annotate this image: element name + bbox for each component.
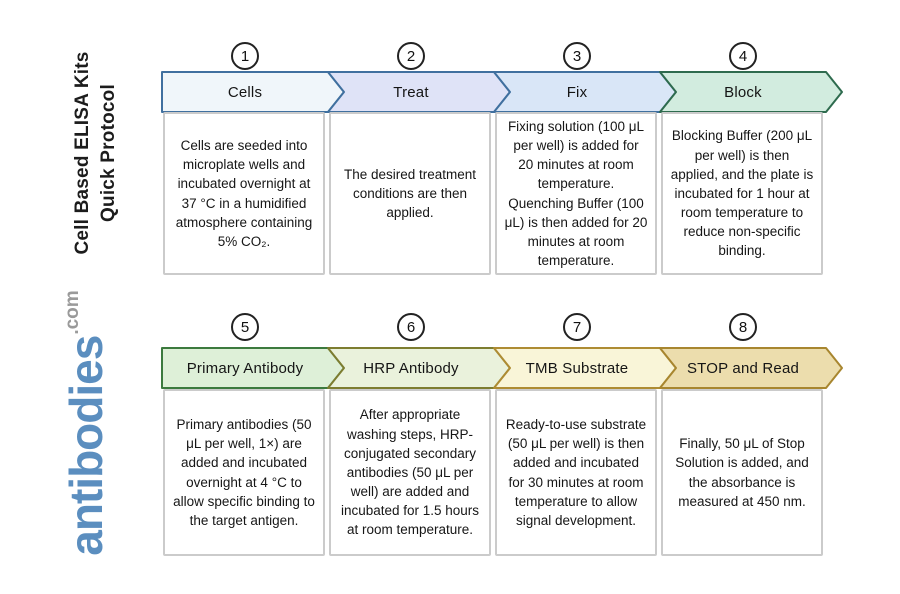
- brand-logo: antibodies .com: [56, 243, 116, 594]
- step-number: 1: [240, 47, 250, 65]
- page-title: Cell Based ELISA Kits Quick Protocol: [69, 33, 123, 273]
- step-number: 4: [738, 47, 748, 65]
- step-description-box: Finally, 50 μL of Stop Solution is added…: [661, 389, 823, 556]
- step-arrow: [659, 347, 843, 389]
- step-description-box: Primary antibodies (50 μL per well, 1×) …: [163, 389, 325, 556]
- step-arrow-label: HRP Antibody: [363, 359, 459, 377]
- step-arrow-label: Fix: [566, 83, 588, 101]
- step-number-circle: 5: [231, 313, 259, 341]
- brand-logo-suffix: .com: [62, 290, 83, 335]
- step-arrow-label: Treat: [393, 83, 429, 101]
- step-description: After appropriate washing steps, HRP-con…: [340, 407, 480, 538]
- step-number: 6: [406, 318, 416, 336]
- step-number: 3: [572, 47, 582, 65]
- step-number-circle: 6: [397, 313, 425, 341]
- step-number: 7: [572, 318, 582, 336]
- step-arrow-label: Primary Antibody: [186, 359, 304, 377]
- step-description: Finally, 50 μL of Stop Solution is added…: [675, 436, 809, 509]
- step-description-box: Blocking Buffer (200 μL per well) is the…: [661, 112, 823, 275]
- step-description: The desired treatment conditions are the…: [343, 166, 477, 221]
- step-number: 2: [406, 47, 416, 65]
- step-number-circle: 7: [563, 313, 591, 341]
- step-number-circle: 2: [397, 42, 425, 70]
- step-arrow-label: STOP and Read: [686, 359, 800, 377]
- step-description: Fixing solution (100 μL per well) is add…: [504, 118, 648, 268]
- step-description-box: Cells are seeded into microplate wells a…: [163, 112, 325, 275]
- step-description: Cells are seeded into microplate wells a…: [175, 138, 313, 249]
- arrow-band-row1: [161, 71, 843, 113]
- step-description-box: Fixing solution (100 μL per well) is add…: [495, 112, 657, 275]
- step-description: Ready-to-use substrate (50 μL per well) …: [505, 417, 647, 528]
- step-description: Primary antibodies (50 μL per well, 1×) …: [173, 417, 315, 528]
- page-title-line2: Quick Protocol: [98, 84, 119, 222]
- step-number: 8: [738, 318, 748, 336]
- step-description-box: After appropriate washing steps, HRP-con…: [329, 389, 491, 556]
- step-description-box: The desired treatment conditions are the…: [329, 112, 491, 275]
- step-number-circle: 4: [729, 42, 757, 70]
- step-number-circle: 8: [729, 313, 757, 341]
- step-number: 5: [240, 318, 250, 336]
- step-description-box: Ready-to-use substrate (50 μL per well) …: [495, 389, 657, 556]
- step-number-circle: 1: [231, 42, 259, 70]
- step-arrow-label: Block: [724, 83, 762, 101]
- page-title-line1: Cell Based ELISA Kits: [72, 51, 93, 255]
- step-arrow-label: Cells: [227, 83, 263, 101]
- step-arrow-label: TMB Substrate: [525, 359, 629, 377]
- step-description: Blocking Buffer (200 μL per well) is the…: [670, 128, 814, 259]
- step-arrow: [659, 71, 843, 113]
- step-number-circle: 3: [563, 42, 591, 70]
- arrow-band-row2: [161, 347, 843, 389]
- brand-logo-text: antibodies: [60, 335, 112, 556]
